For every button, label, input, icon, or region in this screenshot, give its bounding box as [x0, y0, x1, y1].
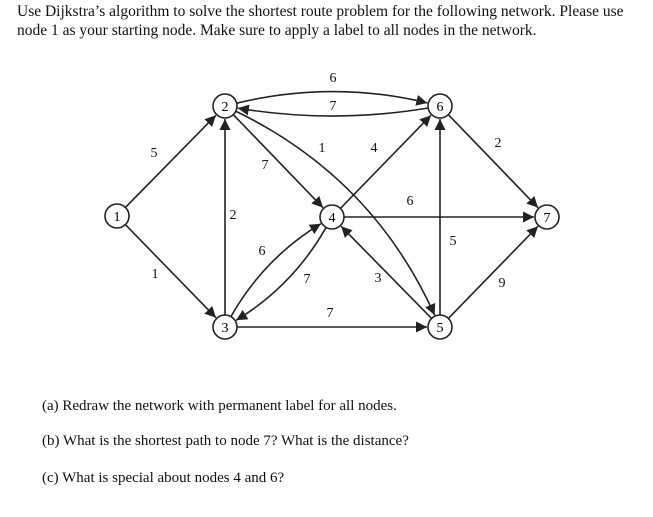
edge-weight-1-2: 5 — [151, 146, 158, 161]
edge-weight-2-5: 1 — [319, 141, 326, 156]
question-c: (c) What is special about nodes 4 and 6? — [42, 470, 285, 486]
edge-5-7 — [447, 225, 539, 319]
edge-weight-6-7: 2 — [495, 136, 502, 151]
node-7: 7 — [534, 204, 560, 230]
node-circle — [212, 314, 238, 340]
node-label: 2 — [222, 100, 229, 115]
edge-weight-5-4: 3 — [375, 271, 382, 286]
edge-6-7 — [447, 114, 539, 209]
node-circle — [427, 314, 453, 340]
edge-weight-4-7: 6 — [407, 194, 414, 209]
edge-4-3 — [235, 227, 327, 321]
node-4: 4 — [319, 204, 345, 230]
node-circle — [104, 203, 130, 229]
edge-weight-3-2: 2 — [230, 208, 237, 223]
node-circle — [534, 204, 560, 230]
node-label: 3 — [222, 321, 229, 336]
edge-2-4 — [232, 114, 324, 209]
edge-5-4 — [340, 225, 433, 319]
node-2: 2 — [212, 93, 238, 119]
edge-weight-4-3: 6 — [259, 244, 266, 259]
edge-3-4 — [230, 223, 322, 317]
node-label: 1 — [114, 210, 121, 225]
node-label: 7 — [544, 211, 551, 226]
node-circle — [212, 93, 238, 119]
node-circle — [427, 93, 453, 119]
edge-2-5 — [235, 110, 436, 316]
node-circle — [319, 204, 345, 230]
edge-weight-4-6: 4 — [371, 141, 378, 156]
edge-6-2 — [237, 104, 429, 117]
edge-weight-2-6: 6 — [330, 71, 337, 86]
problem-prompt: Use Dijkstra’s algorithm to solve the sh… — [17, 3, 624, 39]
node-3: 3 — [212, 314, 238, 340]
node-5: 5 — [427, 314, 453, 340]
edge-weight-3-4: 7 — [304, 272, 311, 287]
node-label: 6 — [437, 100, 444, 115]
edge-weight-1-3: 1 — [152, 267, 159, 282]
node-6: 6 — [427, 93, 453, 119]
edge-weight-3-5: 7 — [327, 306, 334, 321]
edge-2-6 — [236, 90, 428, 106]
edge-4-6 — [339, 114, 432, 209]
question-a: (a) Redraw the network with permanent la… — [42, 398, 397, 414]
question-b: (b) What is the shortest path to node 7?… — [42, 433, 409, 449]
edge-1-2 — [124, 114, 217, 208]
node-1: 1 — [104, 203, 130, 229]
edge-weight-5-7: 9 — [499, 276, 506, 291]
node-label: 4 — [329, 211, 336, 226]
edge-1-3 — [124, 224, 217, 319]
node-label: 5 — [437, 321, 444, 336]
edge-weight-5-6: 5 — [450, 234, 457, 249]
edge-weight-2-4: 7 — [262, 158, 269, 173]
edge-weight-6-2: 7 — [330, 99, 337, 114]
